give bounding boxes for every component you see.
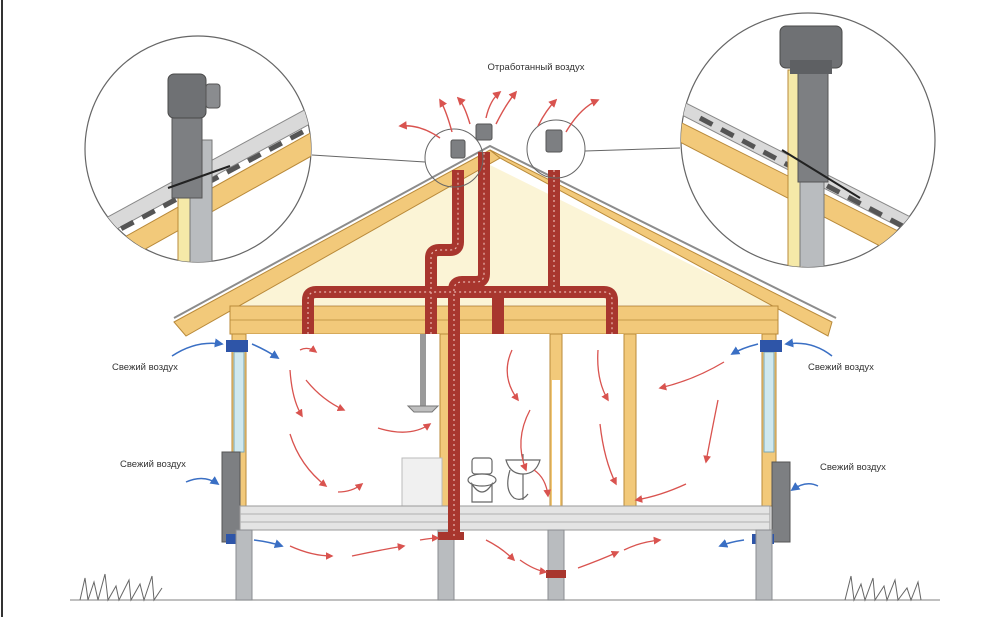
label-fresh-air-lower-right: Свежий воздух xyxy=(820,462,886,473)
exhaust-ducts xyxy=(302,152,618,536)
attic xyxy=(232,165,772,305)
toilet-icon xyxy=(467,457,497,503)
vent-grille-under-floor xyxy=(546,570,566,578)
roof xyxy=(173,144,837,337)
magnifier-circle-icon xyxy=(424,128,484,188)
callout-line-right xyxy=(584,147,681,152)
floor-slab xyxy=(239,505,771,531)
room-interior xyxy=(244,334,764,506)
magnifier-circle-icon xyxy=(526,119,586,179)
label-exhaust-air: Отработанный воздух xyxy=(488,62,585,73)
label-fresh-air-lower-left: Свежий воздух xyxy=(120,459,186,470)
exhaust-arrows xyxy=(398,90,600,139)
roof-vent-cap-icon xyxy=(450,123,563,159)
fresh-air-arrows xyxy=(171,338,833,548)
kitchen-hood xyxy=(401,334,443,507)
callout-line-left xyxy=(311,154,426,163)
indoor-airflow-arrows xyxy=(289,345,725,575)
detail-inset-right xyxy=(680,12,936,268)
foundation xyxy=(235,529,773,601)
grass-icon xyxy=(79,573,922,602)
label-fresh-air-upper-left: Свежий воздух xyxy=(112,362,178,373)
label-fresh-air-upper-right: Свежий воздух xyxy=(808,362,874,373)
detail-inset-left xyxy=(84,35,312,263)
